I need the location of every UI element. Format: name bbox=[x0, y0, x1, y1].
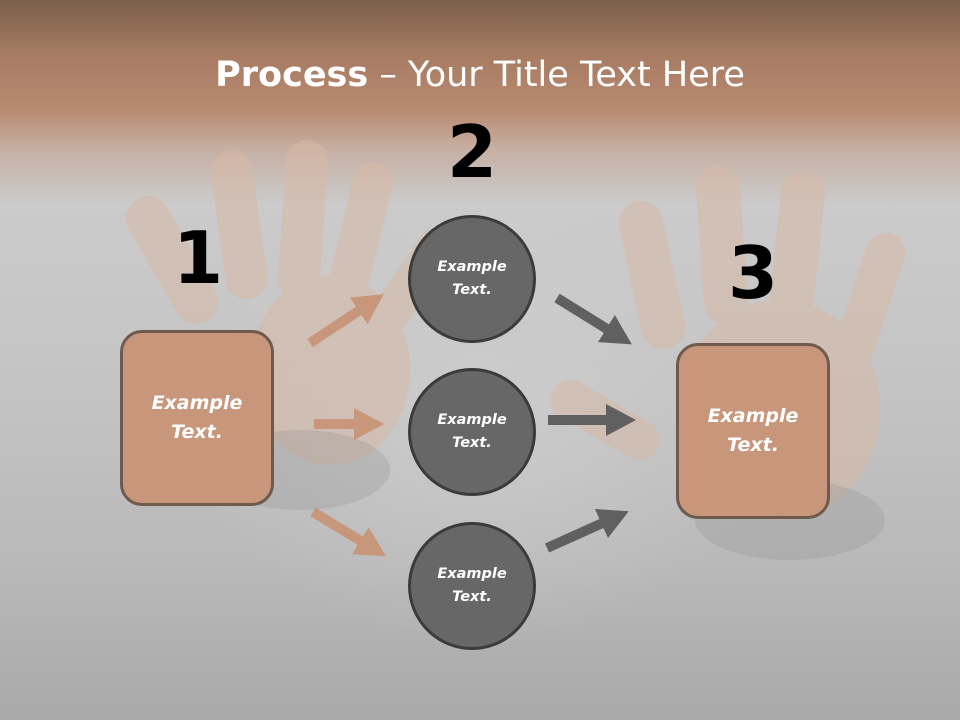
arrow-left-to-bottom bbox=[310, 507, 386, 557]
title-rest: – Your Title Text Here bbox=[368, 55, 745, 95]
left-step-box: Example Text. bbox=[120, 330, 274, 506]
right-step-box: Example Text. bbox=[676, 343, 830, 519]
circle-bottom: Example Text. bbox=[408, 522, 536, 650]
arrow-left-to-top bbox=[307, 294, 384, 348]
slide-title: Process – Your Title Text Here bbox=[0, 52, 960, 98]
circle-bottom-text: Example Text. bbox=[437, 566, 507, 605]
left-box-text: Example Text. bbox=[151, 392, 243, 443]
circle-middle-text: Example Text. bbox=[437, 412, 507, 451]
step-number-3: 3 bbox=[727, 231, 779, 315]
circle-top: Example Text. bbox=[408, 215, 536, 343]
title-bold: Process bbox=[215, 55, 369, 95]
step-number-1: 1 bbox=[172, 216, 224, 300]
circle-top-text: Example Text. bbox=[437, 259, 507, 298]
right-box-text: Example Text. bbox=[707, 405, 799, 456]
arrow-bottom-to-right bbox=[544, 508, 629, 553]
arrow-top-to-right bbox=[554, 293, 632, 345]
step-number-2: 2 bbox=[446, 110, 498, 194]
circle-middle: Example Text. bbox=[408, 368, 536, 496]
